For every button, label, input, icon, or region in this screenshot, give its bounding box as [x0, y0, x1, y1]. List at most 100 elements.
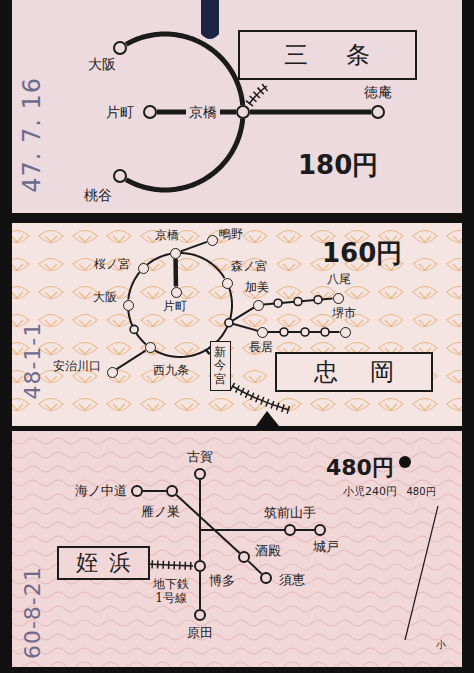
rail-line: [181, 242, 207, 251]
punch-notch: [256, 411, 279, 426]
ticket-pattern: [12, 431, 462, 667]
station-dot: 雁ノ巣: [166, 485, 178, 497]
station-dot: 大阪: [123, 300, 134, 311]
rail-line: [147, 254, 170, 265]
station-box: 三条: [238, 30, 417, 80]
rail-line: [181, 253, 224, 278]
station-dot: 徳庵: [371, 105, 385, 119]
station-name: 桜ノ宮: [93, 258, 131, 272]
station-dot: [225, 319, 233, 327]
rail-line: [128, 272, 139, 299]
punch-hole: [399, 456, 411, 468]
subway-line: [146, 564, 193, 566]
station-name: 八尾: [326, 273, 352, 287]
date-stamp: 48-1-1: [20, 321, 45, 399]
line-name: 地下鉄 1号線: [149, 577, 193, 606]
station-dot: 長居: [257, 327, 268, 338]
station-name: 大阪: [87, 56, 117, 72]
station-name: 安治川口: [52, 360, 102, 374]
station-dot: 筑前山手: [284, 524, 296, 536]
rail-line: [126, 34, 242, 105]
station-box: 新今宮: [210, 341, 231, 391]
station-dot: 桜ノ宮: [138, 263, 149, 274]
station-name: 姪浜: [65, 550, 142, 576]
station-dot: 安治川口: [107, 367, 118, 378]
station-name: 片町: [105, 104, 135, 120]
station-dot: [301, 328, 309, 336]
fare-amount: 160円: [322, 239, 402, 269]
station-name: 酒殿: [254, 544, 282, 559]
station-dot: 西九条: [145, 342, 156, 353]
station-name: 大阪: [92, 291, 118, 305]
rail-line: [143, 490, 166, 492]
station-dot: [314, 296, 322, 304]
station-name: 博多: [208, 574, 236, 589]
station-name: 新今宮: [214, 346, 226, 386]
minor-station-group: [130, 296, 329, 336]
station-name: 古賀: [186, 450, 214, 465]
station-dot: 森ノ宮: [222, 278, 233, 289]
ticket-pattern: [12, 223, 462, 426]
rail-line: [199, 572, 201, 609]
rail-line: [117, 351, 146, 369]
ticket-card: [12, 431, 462, 667]
station-name: 堺市: [331, 307, 357, 321]
station-name: 京橋: [186, 104, 220, 120]
station-name: 原田: [186, 626, 214, 641]
child-fare-line: [405, 506, 438, 640]
station-name: 長居: [248, 341, 274, 355]
station-dot: 酒殿: [238, 551, 250, 563]
station-name: 徳庵: [363, 84, 393, 100]
station-name: 忠岡: [283, 358, 425, 387]
rail-line: [199, 480, 201, 560]
date-stamp: 60-8-21: [19, 566, 44, 659]
station-name: 海ノ中道: [74, 484, 128, 499]
station-name: 森ノ宮: [230, 260, 268, 274]
station-name: 西九条: [152, 364, 190, 378]
fare-amount: 180円: [298, 151, 378, 181]
station-dot: [130, 325, 138, 333]
station-name: 三条: [245, 41, 408, 70]
station-name: 片町: [162, 300, 188, 314]
rail-line: [173, 259, 178, 287]
station-dot: 片町: [171, 287, 182, 298]
station-dot: 城戸: [314, 524, 326, 536]
child-fare: 小児240円: [343, 486, 397, 499]
station-box: 姪浜: [57, 546, 150, 580]
station-dot: 博多: [194, 560, 206, 572]
station-dot: 古賀: [194, 468, 206, 480]
station-name: 京橋: [154, 229, 180, 243]
station-dot: 海ノ中道: [131, 485, 143, 497]
station-dot: 加美: [253, 300, 264, 311]
private-railway-line: [249, 86, 267, 104]
station-name: 筑前山手: [263, 506, 317, 521]
station-dot: [280, 328, 288, 336]
station-dot: 京橋: [236, 105, 250, 119]
fare-amount: 480円: [326, 455, 394, 480]
station-box: 忠岡: [275, 352, 433, 392]
station-name: 桃谷: [83, 187, 113, 203]
station-dot: 八尾: [333, 293, 344, 304]
fare-amount: 480円: [407, 486, 436, 498]
date-stamp: 47. 7. 16: [19, 77, 47, 193]
station-name: 雁ノ巣: [140, 505, 181, 520]
station-dot: 須恵: [260, 572, 272, 584]
ticket-card: [12, 223, 462, 426]
rail-line: [155, 350, 210, 357]
station-dot: [274, 299, 282, 307]
ticket-card: [12, 0, 462, 213]
rail-line: [128, 310, 146, 344]
punch-mark: [201, 0, 219, 39]
private-railway-ticks: [249, 86, 267, 104]
rail-line: [176, 495, 239, 553]
rail-line: [126, 119, 242, 190]
child-mark: 小: [436, 639, 446, 651]
station-dot: 片町: [143, 105, 157, 119]
station-name: 鴫野: [218, 228, 244, 242]
rail-line: [250, 110, 371, 115]
subway-ticks: [146, 564, 193, 566]
station-name: 加美: [244, 281, 270, 295]
station-dot: [321, 328, 329, 336]
